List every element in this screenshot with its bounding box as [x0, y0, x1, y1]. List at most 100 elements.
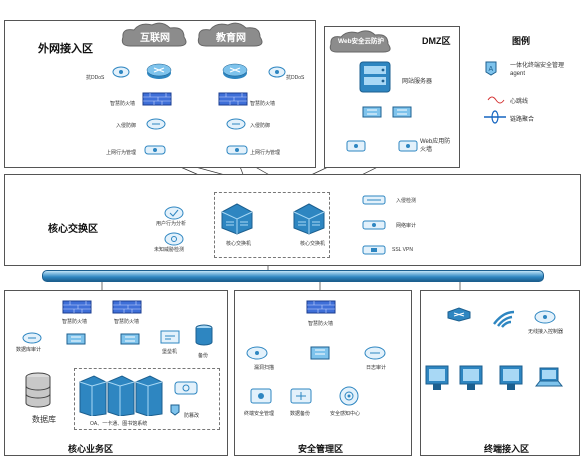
server-icon: [107, 375, 135, 416]
ips-left-label: 入侵防御: [116, 123, 137, 129]
web-server-icon: [359, 61, 391, 93]
security-mgmt-zone: [234, 290, 412, 456]
switch-icon: [447, 307, 471, 322]
edu-net-cloud: 教育网: [196, 22, 266, 48]
web-security-cloud: Web安全云防护: [328, 30, 394, 54]
dmz-title: DMZ区: [422, 36, 451, 46]
behavior-right-label: 上网行为管理: [250, 150, 281, 156]
db-audit-icon: [22, 332, 42, 344]
legend-title: 图例: [512, 36, 531, 46]
waf-icon: [398, 140, 418, 152]
threat-detect-icon: [164, 232, 184, 246]
ips-icon: [226, 118, 246, 130]
ips-icon: [146, 118, 166, 130]
ids-label: 入侵检测: [396, 198, 417, 204]
link-agg-icon: [484, 110, 506, 124]
fw-left-label: 智慧防火墙: [110, 101, 136, 107]
server-icon: [135, 375, 163, 416]
anti-ddos-left-label: 抗DDoS: [86, 75, 105, 81]
anti-ddos-right-label: 抗DDoS: [286, 75, 305, 81]
switch-icon: [66, 333, 86, 345]
internet-cloud: 互联网: [120, 22, 190, 48]
anti-ddos-icon: [268, 66, 286, 78]
waf-icon: [346, 140, 366, 152]
ips-right-label: 入侵防御: [250, 123, 271, 129]
security-mgmt-title: 安全管理区: [298, 444, 344, 454]
user-analysis-icon: [164, 206, 184, 220]
terminal-mgmt-icon: [250, 388, 272, 404]
core-switch-title: 核心交换区: [48, 224, 98, 235]
net-audit-icon: [362, 220, 386, 230]
sec-center-icon: [339, 386, 359, 406]
user-analysis-label: 用户行为分析: [156, 221, 187, 227]
core-switch-group: [214, 192, 330, 258]
wireless-label: 无线接入控制器: [528, 329, 564, 335]
web-security-label: Web安全云防护: [337, 38, 385, 45]
net-audit-label: 网络审计: [396, 223, 417, 229]
data-backup-icon: [290, 388, 312, 404]
fw-right-label: 智慧防火墙: [250, 101, 276, 107]
desktop-icon: [425, 365, 449, 390]
legend-heartbeat-label: 心跳线: [510, 99, 529, 105]
switch-icon: [392, 106, 412, 118]
svg-text:A: A: [489, 66, 494, 73]
vpn-icon: [362, 245, 386, 255]
ssl-vpn-label: SSL VPN: [392, 247, 413, 253]
desktop-icon: [459, 365, 483, 390]
firewall-icon: [142, 92, 172, 106]
wireless-controller-icon: [534, 310, 556, 324]
cb-fw-left-label: 智慧防火墙: [62, 319, 88, 325]
wifi-icon: [493, 310, 515, 328]
database-icon: [25, 372, 51, 408]
waf-label: Web应用防火墙: [420, 139, 451, 153]
anti-ddos-icon: [112, 66, 130, 78]
backbone-bus: [42, 270, 544, 282]
data-backup-label: 数据备份: [290, 411, 311, 417]
ids-icon: [362, 195, 386, 205]
tamper-label: 防篡改: [184, 413, 200, 419]
switch-icon: [310, 346, 330, 360]
behavior-mgmt-icon: [226, 145, 248, 155]
core-switch-icon: [293, 203, 325, 235]
core-sw-left-label: 核心交换机: [226, 241, 252, 247]
switch-icon: [120, 333, 140, 345]
log-audit-icon: [364, 346, 386, 360]
internet-access-title: 外网接入区: [38, 43, 93, 55]
log-audit-label: 日志审计: [366, 365, 387, 371]
backup-icon: [195, 324, 213, 346]
behavior-left-label: 上网行为管理: [106, 150, 137, 156]
agent-icon: [170, 404, 180, 416]
legend-link-agg-label: 链路聚合: [510, 117, 535, 123]
backup-label: 备份: [198, 353, 209, 359]
edu-net-label: 教育网: [216, 33, 246, 44]
terminal-mgmt-label: 终端安全管理: [244, 411, 275, 417]
firewall-icon: [218, 92, 248, 106]
oa-systems-label: OA、一卡通、图书馆系统: [90, 421, 148, 427]
switch-icon: [362, 106, 382, 118]
core-switch-icon: [221, 203, 253, 235]
bastion-icon: [160, 330, 180, 344]
tamper-proof-icon: [174, 381, 198, 395]
business-servers-group: [74, 368, 220, 430]
desktop-icon: [499, 365, 523, 390]
sm-fw-label: 智慧防火墙: [308, 321, 334, 327]
legend-agent-label: 一体化终端安全管理agent: [510, 63, 565, 77]
cb-fw-right-label: 智慧防火墙: [114, 319, 140, 325]
firewall-icon: [306, 300, 336, 314]
sec-center-label: 安全感知中心: [330, 411, 361, 417]
bastion-label: 堡垒机: [162, 349, 178, 355]
firewall-icon: [62, 300, 92, 314]
laptop-icon: [534, 367, 564, 387]
unknown-threat-label: 未知威胁检测: [154, 247, 185, 253]
db-audit-label: 数据库审计: [16, 347, 42, 353]
agent-icon: A: [485, 61, 497, 76]
vuln-scan-label: 漏洞扫描: [254, 365, 275, 371]
web-server-label: 网站服务器: [402, 79, 433, 85]
core-switch-zone: [4, 174, 581, 266]
server-icon: [79, 375, 107, 416]
database-label: 数据库: [32, 415, 56, 424]
internet-label: 互联网: [140, 33, 170, 44]
behavior-mgmt-icon: [144, 145, 166, 155]
core-business-title: 核心业务区: [68, 444, 114, 454]
core-sw-right-label: 核心交换机: [300, 241, 326, 247]
